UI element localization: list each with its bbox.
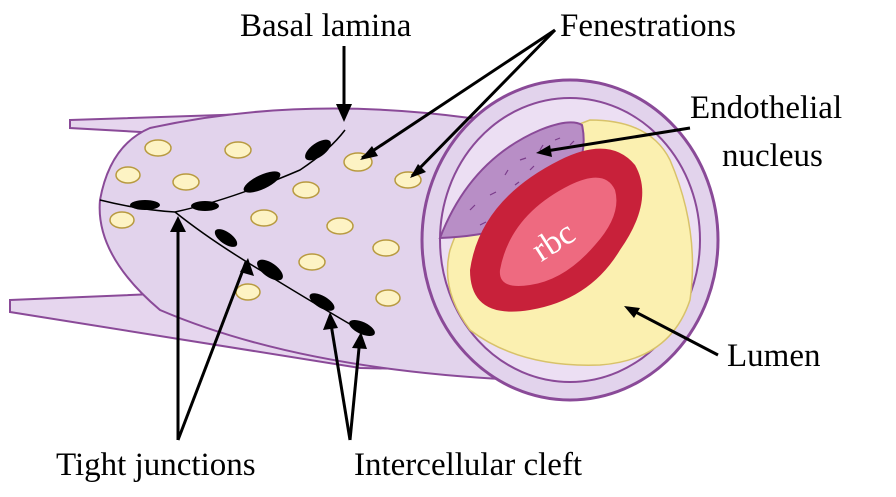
label-intercellular-cleft: Intercellular cleft bbox=[354, 449, 582, 482]
label-fenestrations: Fenestrations bbox=[560, 10, 736, 43]
label-nucleus: nucleus bbox=[722, 140, 823, 173]
label-endothelial: Endothelial bbox=[690, 92, 842, 125]
label-basal-lamina: Basal lamina bbox=[240, 10, 411, 43]
label-tight-junctions: Tight junctions bbox=[56, 449, 256, 482]
label-lumen: Lumen bbox=[727, 340, 820, 373]
